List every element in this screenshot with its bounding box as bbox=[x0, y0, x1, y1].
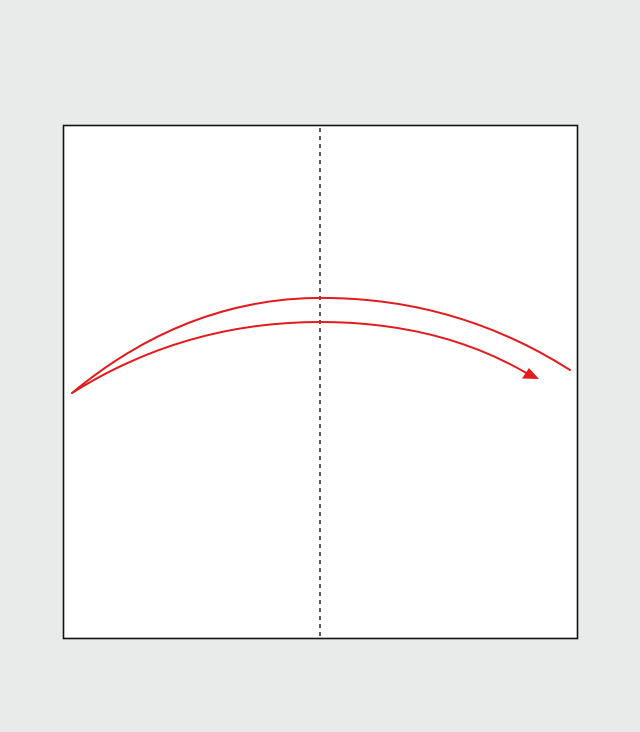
fold-arrowhead-icon bbox=[522, 368, 539, 379]
fold-arrow-inner-curve bbox=[71, 320, 529, 394]
fold-arrow-outer-curve bbox=[71, 296, 571, 394]
fold-arrow bbox=[71, 296, 571, 394]
